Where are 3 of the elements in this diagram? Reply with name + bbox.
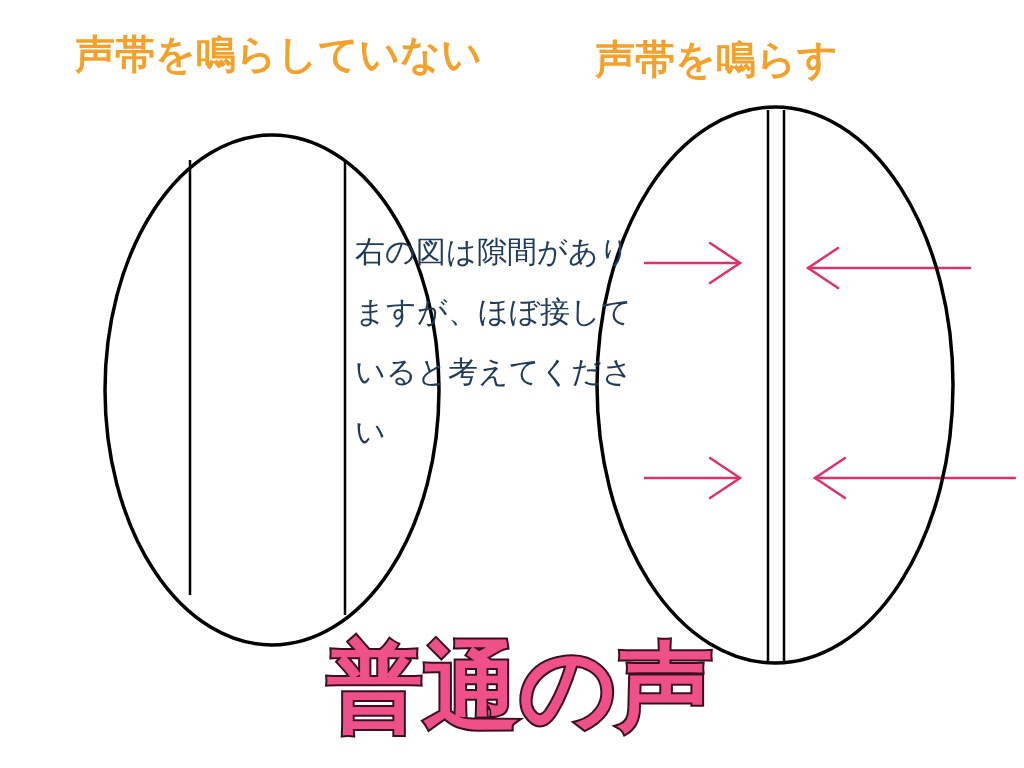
heading: 声帯を鳴らす <box>595 35 838 83</box>
heading: 声帯を鳴らしていない <box>75 30 482 78</box>
title: 普通の声 <box>326 630 714 745</box>
